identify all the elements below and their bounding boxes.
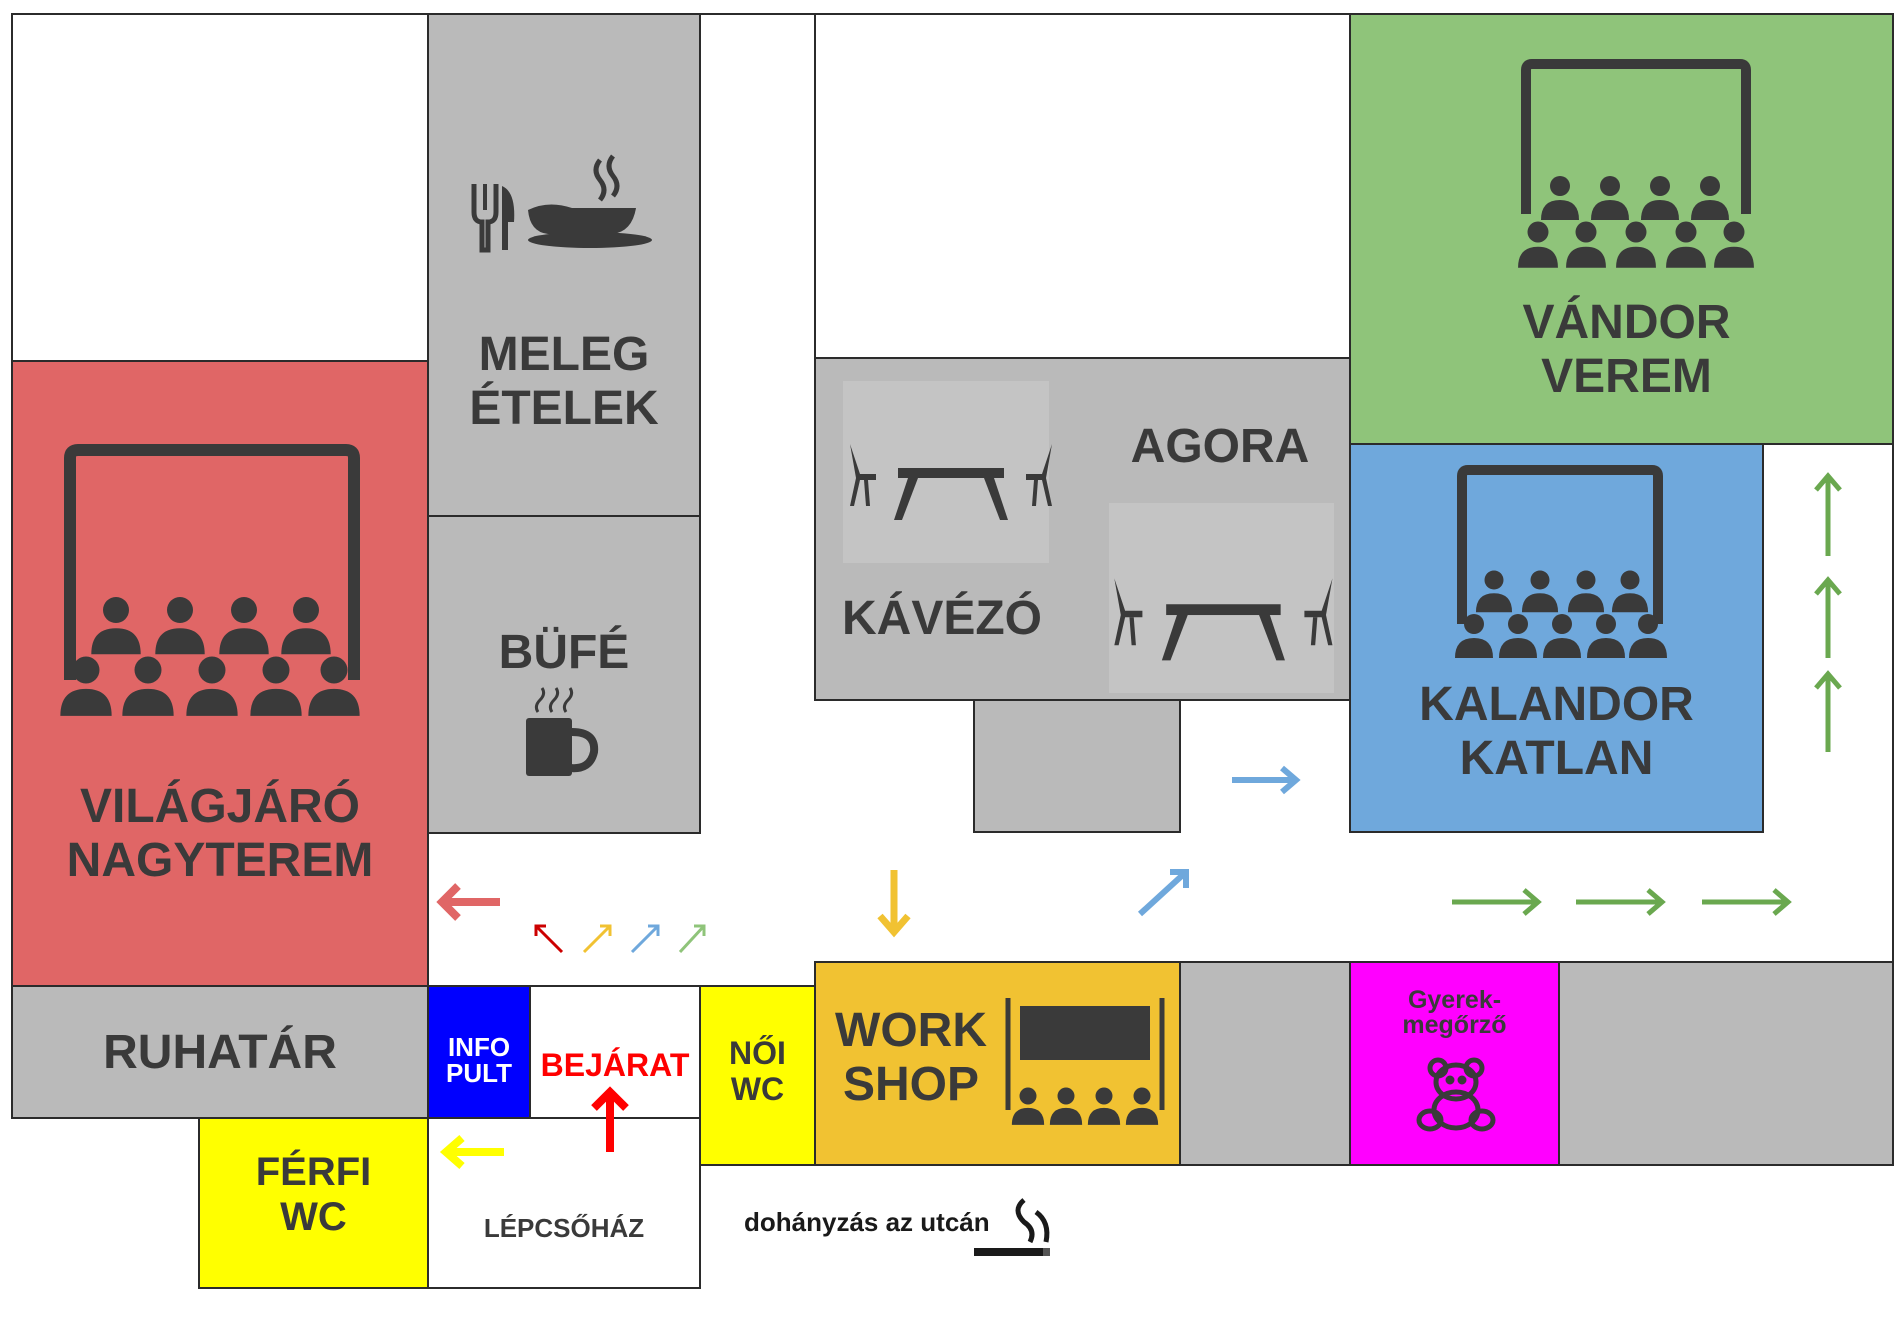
arrow-to-workshop [877, 870, 911, 938]
noi-wc-line2: WC [730, 1070, 785, 1107]
cinema-audience-icon [1518, 59, 1754, 268]
agora-label: AGORA [1130, 420, 1310, 473]
workshop-room[interactable] [814, 961, 1181, 1166]
info-pult-label: INFO PULT [428, 1034, 530, 1086]
vandor-verem-room[interactable] [1349, 13, 1894, 445]
meleg-etelek-room[interactable] [427, 13, 701, 517]
vandor-label: VÁNDOR VEREM [1350, 296, 1900, 404]
lepcsohaz-room[interactable] [427, 1117, 701, 1289]
grey-block-middle [1179, 961, 1351, 1166]
entrance-arrow [591, 1086, 629, 1152]
gyerek-label: Gyerek- megőrző [1350, 988, 1559, 1038]
kalandor-label: KALANDOR KATLAN [1350, 678, 1763, 786]
info-line2: PULT [446, 1058, 512, 1088]
cinema-audience-icon [1455, 465, 1667, 658]
meleg-etelek-label: MELEG ÉTELEK [428, 328, 700, 436]
lepcsohaz-label: LÉPCSŐHÁZ [483, 1213, 645, 1243]
arrow-to-kalandor-1 [1137, 869, 1189, 917]
meleg-etelek-line2: ÉTELEK [469, 381, 659, 435]
info-pult-room[interactable] [427, 985, 531, 1119]
small-grey-block [973, 699, 1181, 833]
bufe-label: BÜFÉ [498, 626, 630, 679]
kavezo-label: KÁVÉZÓ [841, 592, 1042, 645]
ferfi-wc-line1: FÉRFI [255, 1150, 372, 1194]
vandor-line1: VÁNDOR [1522, 296, 1731, 349]
arrow-to-ferfi-wc [439, 1134, 504, 1170]
workshop-label: WORK SHOP [826, 1004, 996, 1112]
coffee-cup-icon [526, 687, 599, 776]
presentation-icon [1005, 998, 1165, 1125]
ruhatar-label: RUHATÁR [103, 1026, 337, 1079]
dining-icon [471, 154, 652, 253]
kalandor-katlan-room[interactable] [1349, 443, 1764, 833]
empty-room-topleft [11, 13, 429, 362]
kalandor-line2: KATLAN [1459, 731, 1654, 785]
teddy-bear-icon [1416, 1057, 1496, 1132]
info-line1: INFO [447, 1032, 511, 1062]
gyerek-line2: megőrző [1402, 1011, 1507, 1039]
vilagjaro-label: VILÁGJÁRÓ NAGYTEREM [12, 780, 428, 888]
arrow-small-green [678, 924, 706, 954]
agora-table-zone [1109, 503, 1334, 693]
empty-room-top-center [814, 13, 1351, 359]
noi-wc-room[interactable] [699, 985, 816, 1166]
gyerek-line1: Gyerek- [1407, 986, 1502, 1014]
bejarat-label: BEJÁRAT [540, 1047, 690, 1083]
workshop-line1: WORK [835, 1004, 987, 1057]
vilagjaro-line1: VILÁGJÁRÓ [79, 780, 361, 833]
arrow-to-vilagjaro [436, 883, 500, 921]
ferfi-wc-line2: WC [280, 1194, 347, 1239]
meleg-etelek-line1: MELEG [478, 328, 650, 381]
workshop-line2: SHOP [842, 1057, 980, 1111]
cigarette-icon [974, 1198, 1050, 1256]
ruhatar-room[interactable] [11, 985, 429, 1119]
arrow-small-red [534, 924, 564, 954]
noi-wc-line1: NŐI [729, 1035, 786, 1071]
grey-block-right [1558, 961, 1894, 1166]
arrow-small-yellow [582, 924, 612, 954]
bufe-room[interactable] [427, 515, 701, 834]
smoking-note: dohányzás az utcán [744, 1207, 990, 1237]
vilagjaro-line2: NAGYTEREM [66, 833, 374, 887]
arrow-to-kalandor-2 [1232, 765, 1301, 795]
cinema-audience-icon [60, 444, 360, 716]
ferfi-wc-label: FÉRFI WC [199, 1150, 428, 1240]
vandor-line2: VEREM [1541, 349, 1712, 403]
noi-wc-label: NŐI WC [700, 1035, 815, 1108]
arrow-to-vandor-up [1814, 472, 1842, 752]
arrow-small-blue [630, 924, 660, 954]
kalandor-line1: KALANDOR [1419, 678, 1694, 731]
arrow-to-vandor-right [1452, 888, 1792, 916]
